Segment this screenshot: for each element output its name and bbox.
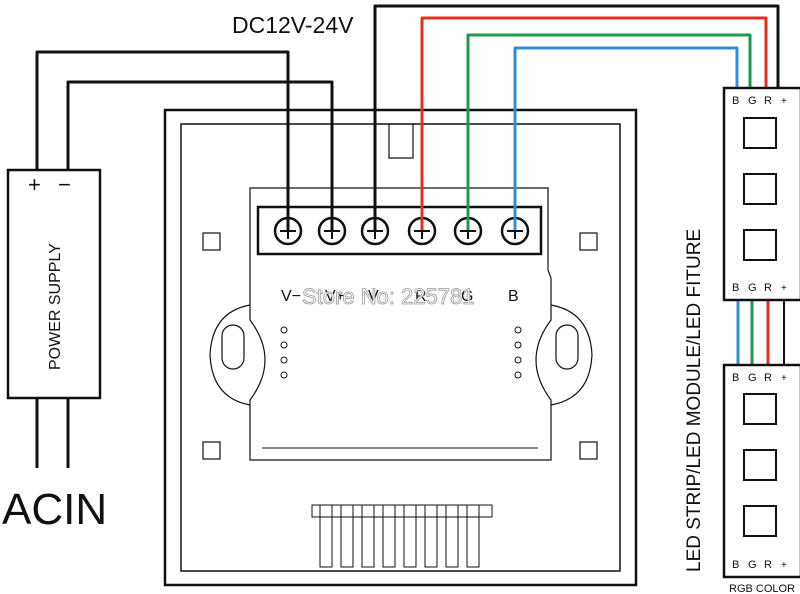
header-pin [382,504,396,568]
corner-square-br [579,441,598,460]
right-bumps [514,326,522,379]
header-pin [340,504,354,568]
panel-outer-frame [163,108,638,587]
header-pin [319,504,333,568]
strip-pin-label: R [764,559,772,571]
strip-pin-label: + [781,96,787,107]
bottom-pin-header [311,504,493,568]
strip-pin-label: G [748,282,757,294]
wire-red [420,16,768,230]
strip-pin-label: R [764,372,772,384]
strip-pin-label: + [781,283,787,294]
strip-pin-label: R [764,95,772,107]
strip-pin-label: B [732,372,739,384]
strip-bottom-body [722,363,800,579]
strip-bottom-led-2 [743,449,777,481]
strip-bottom-led-1 [743,393,777,425]
right-mount-slot [555,324,579,370]
terminal-label-g: G [461,288,473,305]
header-pin [445,504,459,568]
corner-square-tr [579,232,598,251]
left-mount-slot [221,324,245,370]
strip-top-led-1 [743,117,777,149]
power-supply-label: POWER SUPPLY [47,243,64,370]
strip-pin-label: G [748,95,757,107]
terminal-label-b: B [508,288,519,305]
strip-pin-label: R [764,282,772,294]
strip-pin-label: + [781,560,787,571]
wire-blue [513,46,739,230]
led-strip-label: LED STRIP/LED MODULE/LED FITURE [684,229,705,572]
strip-top-led-2 [743,173,777,205]
terminal-label-v: V [368,288,379,305]
strip-bottom-led-3 [743,505,777,537]
module-body [249,187,552,461]
rgb-color-label: RGB COLOR [729,583,795,594]
right-mount-arc [550,304,593,406]
strip-pin-label: + [781,373,787,384]
terminal-label-r: R [415,288,427,305]
header-pin [466,504,480,568]
wires [35,4,785,365]
strip-pin-label: G [748,559,757,571]
terminal-label-vplus: V+ [325,288,345,305]
header-pin [424,504,438,568]
store-watermark: Store No: 225781 [302,284,474,309]
strip-top-led-3 [743,229,777,261]
ps-plus-label: + [28,172,41,197]
wire-v-to-strip [373,4,780,230]
corner-square-tl [202,232,221,251]
wire-vminus [35,50,290,230]
acin-label: ACIN [2,485,107,534]
panel-inner-frame [180,123,621,572]
panel-top-notch [388,124,414,159]
header-pin-base [311,504,493,518]
strip-pin-label: B [732,282,739,294]
strip-pin-label: G [748,372,757,384]
terminal-block-body [256,205,543,256]
wire-vplus [66,80,334,230]
voltage-label: DC12V-24V [232,12,354,38]
wire-green [466,33,752,230]
strip-top-body [722,86,800,302]
left-mount-arc [209,304,251,406]
controller-panel [163,108,638,587]
strip-pin-label: B [732,559,739,571]
power-supply: + − POWER SUPPLY ACIN [2,168,107,534]
left-bumps [280,326,288,379]
ps-minus-label: − [58,172,71,197]
corner-square-bl [202,441,221,460]
header-pin [361,504,375,568]
power-supply-box [6,168,102,400]
strip-pin-label: B [732,95,739,107]
terminal-label-vminus: V− [281,288,301,305]
header-pin [403,504,417,568]
